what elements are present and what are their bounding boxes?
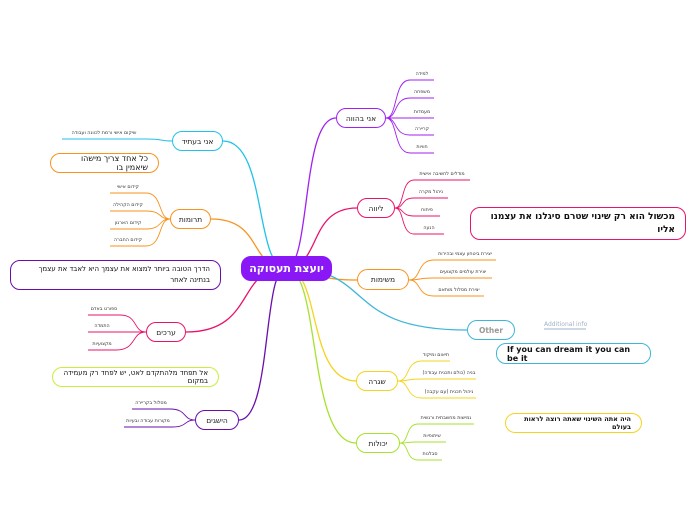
- branch-livah[interactable]: ליווה: [357, 198, 395, 218]
- leaf-label: קידום אישי: [117, 185, 139, 190]
- note-text: היה אתה השינוי שאתה רוצה לראות בעולם: [524, 415, 631, 431]
- branch-label: הישגים: [206, 415, 228, 425]
- leaf-label: קידום החברה: [114, 238, 142, 243]
- connector-leaf: [115, 331, 147, 351]
- leaf-label: ניהול תכנית (עם עקבה): [424, 390, 474, 395]
- branch-other[interactable]: Other: [467, 320, 515, 340]
- branch-label: Other: [478, 325, 504, 335]
- branch-label: ליווה: [368, 203, 384, 213]
- note-text: כל אחד צריך מישהו שיאמין בו: [81, 154, 148, 172]
- connector-leaf: [145, 210, 171, 220]
- leaf-label: משפחה: [414, 90, 430, 95]
- leaf-label: ניהול מקרה: [418, 190, 444, 195]
- connector-leaf: [171, 419, 196, 428]
- branch-label: אני בעתיד: [181, 136, 214, 146]
- leaf-label: תיאום ומיקוד: [422, 353, 450, 358]
- note-purple[interactable]: הדרך הטובה ביותר למצוא את עצמך היא לאבד …: [10, 260, 221, 290]
- leaf-label: מעמדות: [413, 110, 431, 115]
- leaf-label: למידה: [415, 72, 429, 77]
- leaf-label: קידום הקהילה: [113, 203, 143, 208]
- branch-label: יכולות: [368, 438, 388, 448]
- branch-ani-behovot[interactable]: אני בהווה: [336, 108, 386, 128]
- leaf-label: התמדה: [94, 324, 110, 329]
- branch-truma[interactable]: תרומות: [170, 209, 211, 229]
- connector-leaf: [397, 360, 423, 382]
- branch-label: שגרה: [368, 376, 386, 386]
- branch-shagra[interactable]: שגרה: [356, 371, 398, 391]
- connector-leaf: [394, 207, 415, 235]
- connector-leaf: [385, 97, 411, 119]
- leaf-label: מקורות עבודה ובעיות: [126, 419, 170, 424]
- connector-leaf: [385, 117, 411, 136]
- leaf-label: קריירה: [414, 127, 430, 132]
- leaf-label: פיתוח: [421, 208, 433, 213]
- leaf-label: יצירת מסלול מותאם: [438, 288, 480, 293]
- leaf-label: מסלול בקריירה: [135, 401, 167, 406]
- connector-ani-behovot: [285, 117, 337, 269]
- leaf-label: מודלים לחשיבה אישית: [419, 172, 465, 177]
- leaf-label: בניה (כולם ותכנית עבודה): [422, 371, 476, 376]
- connector-leaf: [408, 279, 435, 297]
- note-lime[interactable]: אל תפחד מלהתקדם לאט, יש לפחד רק מעמידה ב…: [52, 367, 219, 387]
- connector-ani-baatid: [222, 140, 287, 269]
- leaf-label: הנעה: [423, 226, 435, 231]
- branch-mashimot[interactable]: משימות: [357, 269, 409, 290]
- leaf-label: סבלנות: [422, 452, 438, 457]
- leaf-label: גמישות מחשבתית ורגשית: [420, 416, 472, 421]
- leaf-label: שיתופיות: [423, 434, 441, 439]
- connector-leaf: [385, 117, 411, 154]
- branch-yecholot[interactable]: יכולות: [356, 433, 400, 453]
- other-additional-info: Additional info: [544, 321, 588, 328]
- note-orange[interactable]: כל אחד צריך מישהו שיאמין בו: [50, 153, 159, 173]
- connector-leaf: [397, 380, 423, 399]
- branch-label: ערכים: [156, 327, 176, 337]
- leaf-label: חוויות: [416, 145, 428, 150]
- note-pink[interactable]: מכשול הוא רק שינוי שטרם סיגלנו את עצמנו …: [470, 207, 686, 240]
- leaf-label: יצירת עולמים מקצועים: [439, 270, 487, 275]
- root-label: יועצת תעסוקה: [249, 262, 324, 275]
- connector-leaf: [119, 314, 147, 333]
- note-blue[interactable]: If you can dream it you can be it: [496, 343, 651, 364]
- leaf-label: קידום הארגון: [114, 221, 142, 226]
- connector-leaf: [145, 218, 171, 247]
- connector-leaf: [385, 79, 411, 119]
- connector-leaf: [394, 197, 415, 209]
- note-text: מכשול הוא רק שינוי שטרם סיגלנו את עצמנו …: [490, 211, 675, 235]
- note-text: אל תפחד מלהתקדם לאט, יש לפחד רק מעמידה ב…: [63, 369, 208, 385]
- connector-leaf: [145, 192, 171, 220]
- leaf-label: יצירת ביטחון עצמי ובהירות: [438, 252, 492, 257]
- root-node[interactable]: יועצת תעסוקה: [241, 256, 332, 281]
- branch-label: תרומות: [178, 214, 203, 224]
- branch-hishgim[interactable]: הישגים: [195, 410, 239, 430]
- connector-yecholot: [285, 267, 357, 444]
- branch-label: משימות: [370, 275, 396, 284]
- connector-leaf: [169, 408, 196, 421]
- branch-label: אני בהווה: [345, 113, 377, 123]
- connector-hishgim: [238, 267, 287, 421]
- connector-leaf: [399, 442, 419, 461]
- connector-leaf: [399, 423, 419, 444]
- branch-ani-baatid[interactable]: אני בעתיד: [172, 131, 223, 151]
- note-yellow[interactable]: היה אתה השינוי שאתה רוצה לראות בעולם: [505, 413, 642, 433]
- leaf-label: ספורט באדם: [90, 307, 118, 312]
- branch-arachim[interactable]: ערכים: [146, 322, 186, 342]
- leaf-label: מקצועיות: [92, 342, 112, 347]
- note-text: If you can dream it you can be it: [507, 344, 631, 363]
- connector-leaf: [145, 138, 173, 142]
- leaf-label: שיקום אישי ורמת לכוונה ועבודה: [71, 131, 137, 136]
- connector-leaf: [408, 259, 435, 281]
- connector-leaf: [394, 179, 415, 209]
- note-text: הדרך הטובה ביותר למצוא את עצמך היא לאבד …: [38, 265, 210, 284]
